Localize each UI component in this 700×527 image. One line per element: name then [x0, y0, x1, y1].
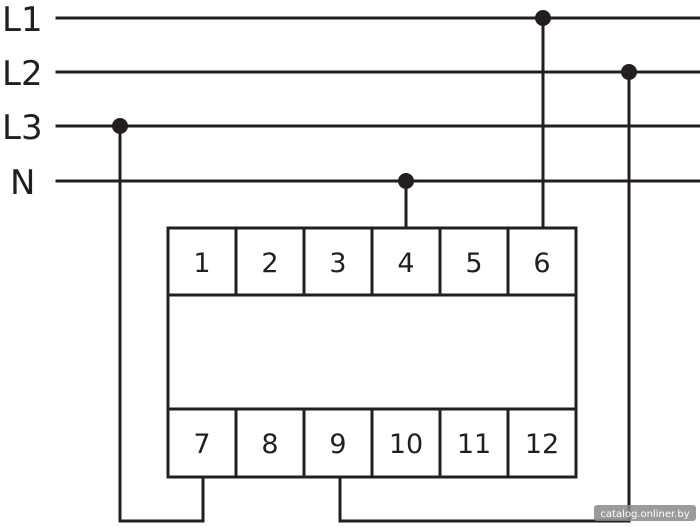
terminal-number: 1	[193, 248, 210, 279]
phase-label-n: N	[10, 163, 35, 203]
terminal-number: 8	[261, 429, 278, 460]
phase-label-l2: L2	[2, 54, 43, 94]
terminal-number: 5	[465, 248, 482, 279]
watermark-text: catalog.onliner.by	[600, 509, 689, 520]
junction-dot-n	[398, 173, 414, 189]
terminal-number: 2	[261, 248, 278, 279]
junction-dot-l2	[621, 64, 637, 80]
terminal-number: 7	[193, 429, 210, 460]
junction-dot-l3	[112, 118, 128, 134]
wire-l2-to-terminal-9	[338, 70, 631, 523]
terminal-number: 6	[533, 248, 550, 279]
terminal-number: 11	[457, 429, 491, 460]
terminal-number: 9	[329, 429, 346, 460]
phase-label-l3: L3	[2, 108, 43, 148]
terminal-number: 10	[389, 429, 423, 460]
wire-l3-to-terminal-7	[118, 124, 205, 523]
junction-dot-l1	[535, 10, 551, 26]
phase-label-l1: L1	[2, 0, 43, 40]
terminal-number: 3	[329, 248, 346, 279]
terminal-number: 4	[397, 248, 414, 279]
terminal-number: 12	[525, 429, 559, 460]
watermark-badge	[594, 505, 696, 521]
